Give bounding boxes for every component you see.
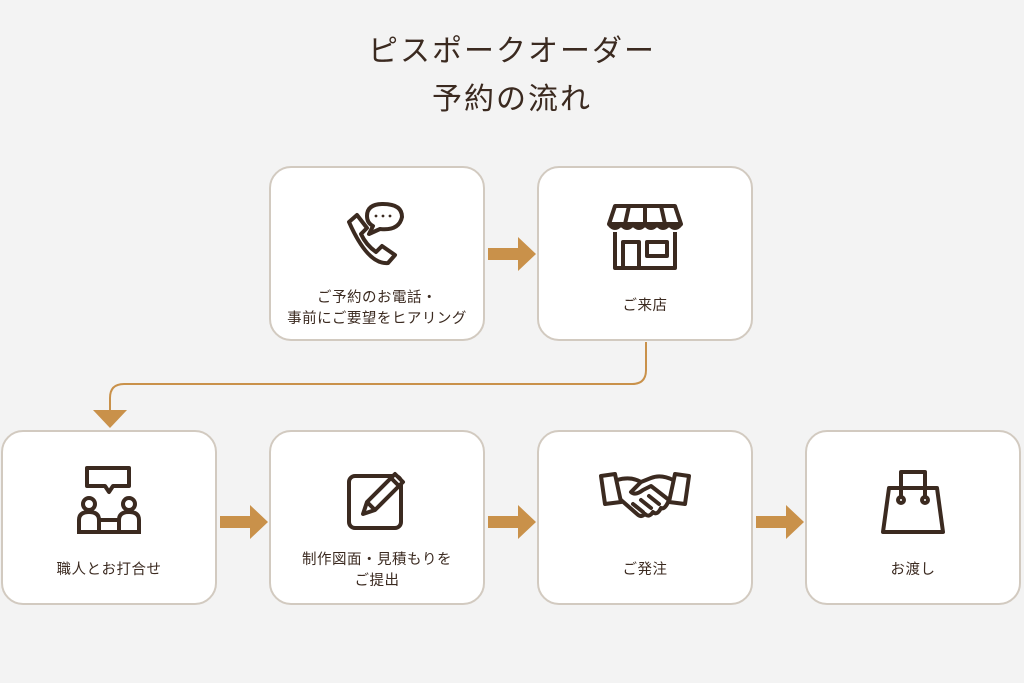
flow-arrow-right (488, 505, 536, 539)
flow-arrow-right (488, 237, 536, 271)
step-label: ご発注 (622, 562, 668, 578)
flow-connector (93, 342, 647, 428)
page-title: ピスポークオーダー (368, 34, 656, 69)
step-card-visit: ご来店 (537, 166, 753, 341)
step-label: お渡し (890, 562, 936, 578)
storefront-icon (539, 196, 751, 276)
step-label: 職人とお打合せ (56, 562, 162, 578)
meeting-icon (3, 460, 215, 540)
flow-arrow-right (756, 505, 804, 539)
step-card-meeting: 職人とお打合せ (1, 430, 217, 605)
phone-chat-icon (271, 196, 483, 276)
step-label: ご予約のお電話・ 事前にご要望をヒアリング (287, 290, 467, 327)
shopping-bag-icon (807, 460, 1019, 540)
step-card-phone: ご予約のお電話・ 事前にご要望をヒアリング (269, 166, 485, 341)
page-subtitle: 予約の流れ (432, 82, 592, 117)
step-card-delivery: お渡し (805, 430, 1021, 605)
step-card-order: ご発注 (537, 430, 753, 605)
step-label: ご来店 (622, 298, 668, 314)
flow-arrow-right (220, 505, 268, 539)
step-card-quote: 制作図面・見積もりを ご提出 (269, 430, 485, 605)
step-label: 制作図面・見積もりを ご提出 (302, 552, 452, 589)
handshake-icon (539, 460, 751, 540)
edit-document-icon (271, 460, 483, 540)
